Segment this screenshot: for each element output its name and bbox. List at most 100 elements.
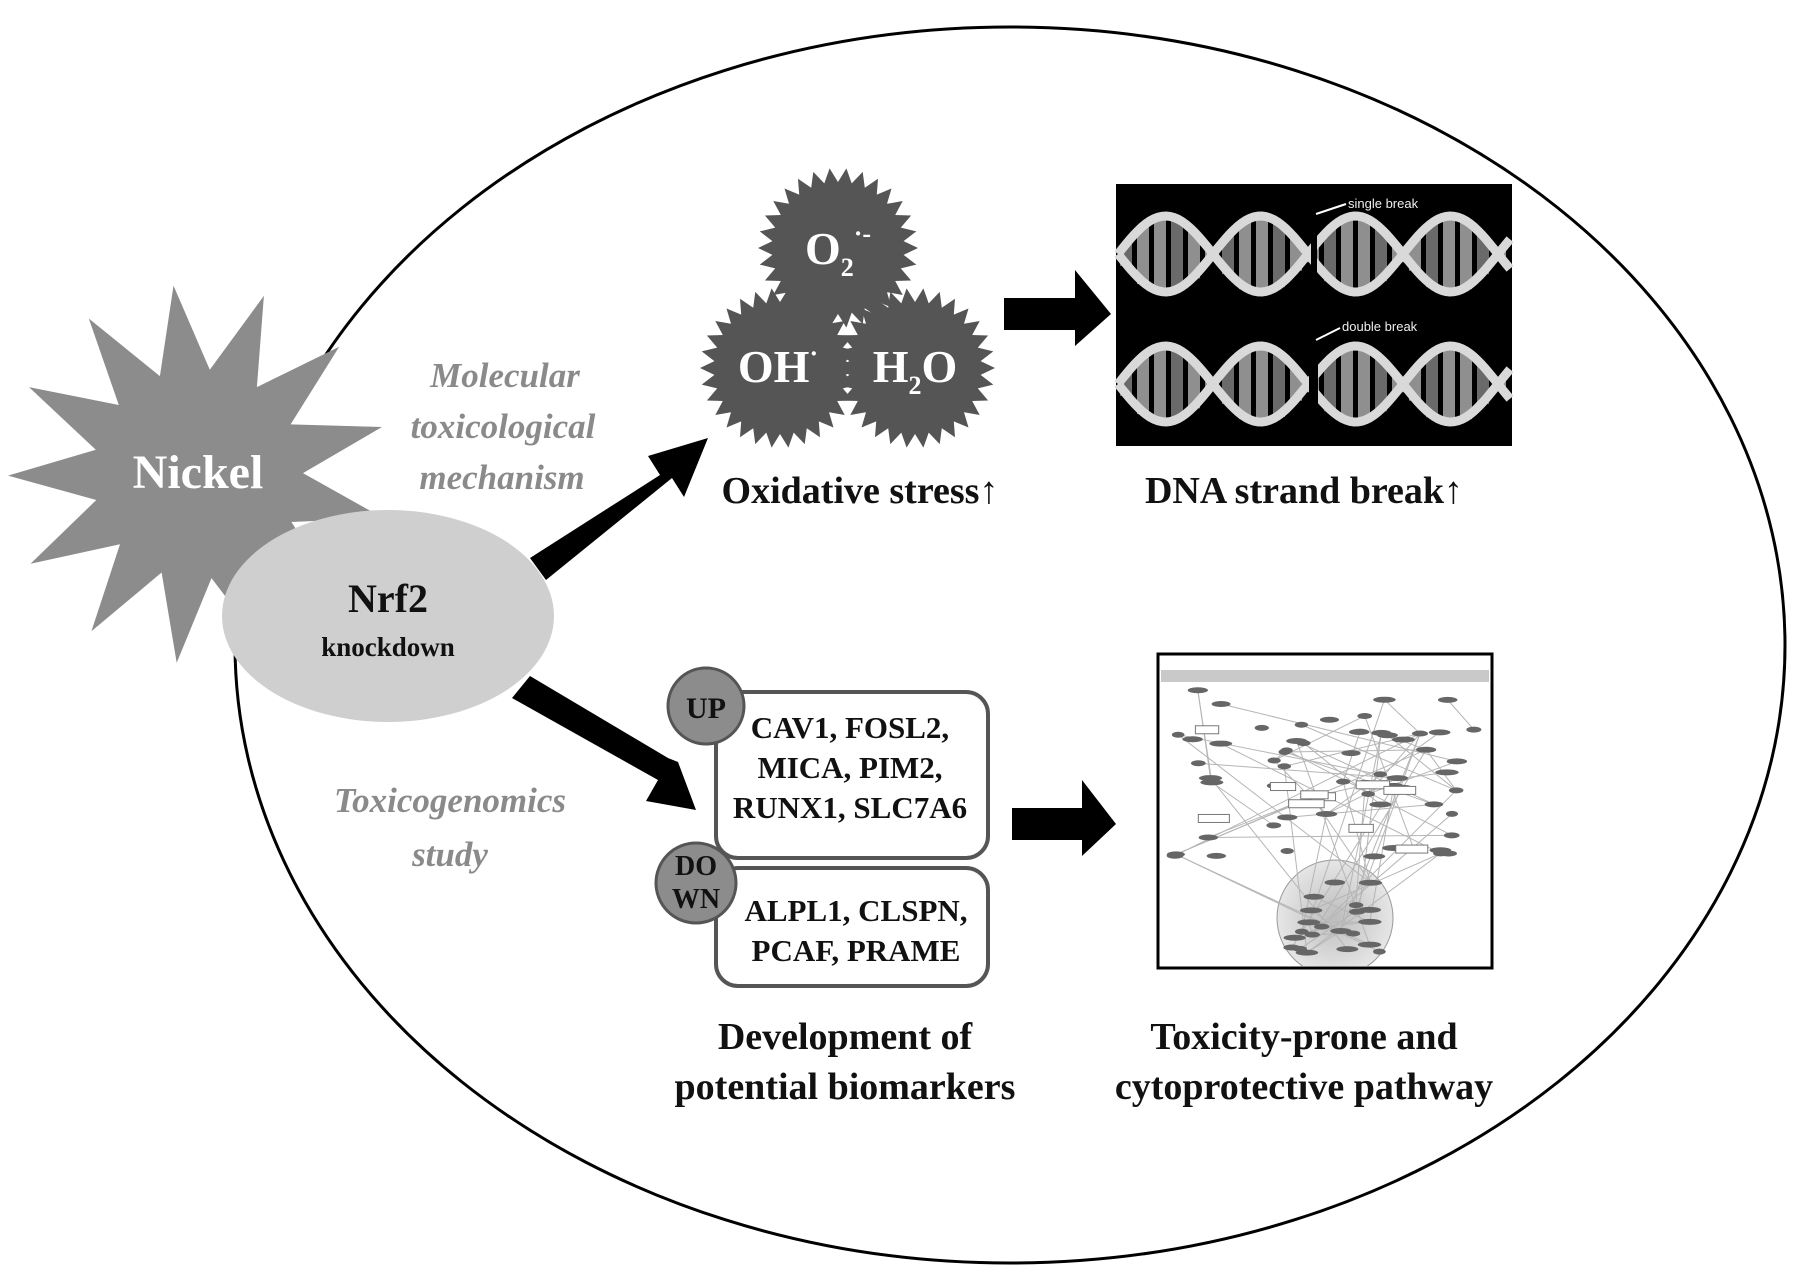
down-badge-line1: DO	[675, 851, 717, 882]
network-edge	[1384, 699, 1421, 734]
ros-cluster: O2·- OH· H2O	[700, 168, 995, 448]
nrf2-ellipse	[222, 510, 554, 722]
single-break-label: single break	[1348, 196, 1419, 211]
network-node	[1254, 724, 1269, 731]
double-break-label: double break	[1342, 319, 1418, 334]
network-graph	[1166, 687, 1482, 966]
dna-base-pair	[1273, 352, 1285, 418]
network-node	[1345, 930, 1361, 937]
network-node	[1319, 716, 1340, 723]
dna-base-pair	[1460, 220, 1472, 290]
network-node	[1358, 879, 1383, 886]
dna-base-pair	[1324, 228, 1336, 282]
dna-base-pair	[1341, 347, 1353, 423]
network-node	[1373, 696, 1396, 703]
single-break-pointer	[1315, 203, 1347, 215]
network-node	[1361, 790, 1375, 797]
network-edge	[1311, 796, 1371, 884]
network-node	[1448, 787, 1464, 794]
network-node	[1200, 779, 1224, 786]
network-node	[1358, 918, 1382, 925]
network-node	[1349, 908, 1362, 915]
dna-base-pair	[1273, 222, 1285, 288]
double-break-pointer	[1315, 327, 1341, 341]
biomarkers-line1: Development of	[718, 1016, 974, 1058]
arrow-to-dna	[1004, 270, 1111, 346]
mechanism-line3: mechanism	[419, 458, 584, 497]
down-genes-line2: PCAF, PRAME	[752, 933, 961, 968]
network-node	[1324, 879, 1346, 886]
biomarkers-line2: potential biomarkers	[675, 1066, 1016, 1108]
pathway-network-panel	[1156, 652, 1494, 970]
dna-base-pair	[1375, 358, 1387, 412]
network-node	[1415, 746, 1437, 753]
ros-hydroxyl-burst	[700, 288, 860, 448]
network-node	[1443, 832, 1460, 839]
network-node	[1348, 902, 1364, 909]
network-edge	[1311, 789, 1457, 935]
network-node	[1190, 760, 1206, 767]
network-node	[1341, 750, 1361, 757]
network-node	[1315, 811, 1338, 818]
network-node	[1373, 948, 1386, 955]
arrows	[512, 270, 1116, 856]
dna-base-pair	[1137, 356, 1149, 414]
network-edge	[1220, 703, 1457, 762]
network-node	[1446, 758, 1468, 765]
network-box-node	[1194, 725, 1220, 735]
network-node	[1198, 775, 1223, 782]
network-node	[1166, 851, 1185, 858]
network-node	[1435, 769, 1459, 776]
oxidative-stress-label: Oxidative stress↑	[722, 470, 999, 512]
network-edge	[1210, 777, 1348, 950]
network-edge	[1387, 734, 1457, 791]
network-edge	[1312, 813, 1453, 935]
network-node	[1304, 931, 1320, 938]
toxicogenomics-line2: study	[411, 835, 488, 874]
ros-oh-label: OH·	[738, 339, 818, 392]
network-box-node	[1197, 813, 1230, 823]
pathway-line1: Toxicity-prone and	[1150, 1016, 1457, 1058]
network-box-node	[1355, 780, 1391, 790]
network-node	[1445, 810, 1458, 817]
network-node	[1424, 801, 1444, 808]
single-break-gap	[1311, 212, 1317, 292]
dna-base-pair	[1239, 350, 1251, 420]
network-node	[1351, 728, 1369, 735]
dna-helix-single-break	[1114, 211, 1514, 297]
dna-base-pair	[1426, 222, 1438, 288]
down-genes-line1: ALPL1, CLSPN,	[744, 893, 967, 928]
dna-base-pair	[1154, 346, 1166, 424]
nrf2-subtitle: knockdown	[321, 632, 455, 662]
network-node	[1411, 730, 1429, 737]
network-node	[1211, 701, 1231, 708]
network-box-node	[1300, 790, 1329, 800]
network-node	[1295, 928, 1309, 935]
up-genes-line3: RUNX1, SLC7A6	[733, 790, 967, 825]
toxicogenomics-label: Toxicogenomics study	[334, 781, 566, 874]
down-badge-line2: WN	[672, 884, 720, 915]
up-badge-label: UP	[686, 692, 726, 725]
network-node	[1277, 763, 1292, 770]
up-regulated-box: UP CAV1, FOSL2, MICA, PIM2, RUNX1, SLC7A…	[666, 666, 990, 860]
network-node	[1386, 775, 1409, 782]
network-node	[1267, 757, 1281, 764]
network-box-node	[1348, 823, 1374, 833]
dna-base-pair	[1154, 216, 1166, 294]
network-node	[1428, 729, 1451, 736]
network-node	[1286, 738, 1308, 745]
network-node	[1391, 736, 1415, 743]
network-node	[1171, 731, 1185, 738]
network-header-band	[1161, 670, 1489, 682]
network-node	[1278, 748, 1291, 755]
ros-o2-label: O2·-	[805, 219, 871, 282]
network-node	[1336, 778, 1351, 785]
network-node	[1209, 740, 1233, 747]
down-regulated-box: DO WN ALPL1, CLSPN, PCAF, PRAME	[654, 841, 990, 988]
network-edge	[1447, 699, 1475, 730]
network-node	[1206, 852, 1227, 859]
network-node	[1371, 729, 1392, 736]
arrow-to-oxidative-stress	[530, 438, 708, 580]
ros-superoxide-burst	[758, 168, 918, 328]
ros-h2o-label: H2O	[873, 341, 958, 400]
